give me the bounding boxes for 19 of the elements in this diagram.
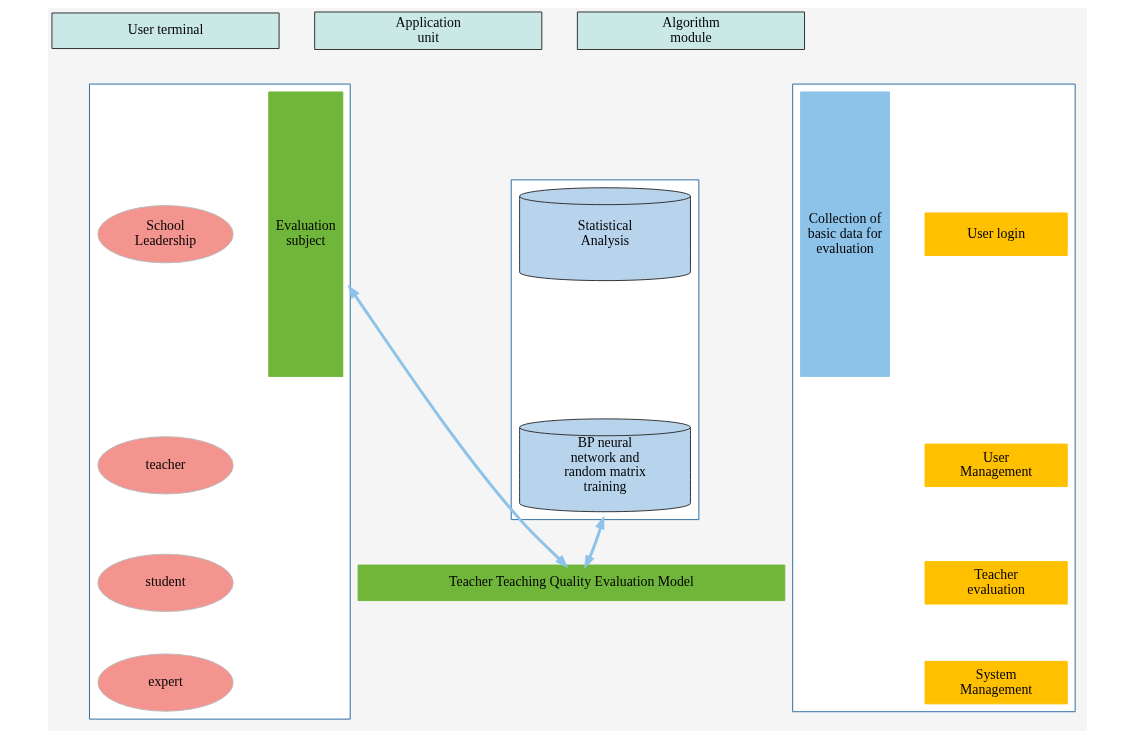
node-ellipse: teacher <box>97 436 234 495</box>
node-box: Algorithm module <box>576 11 806 50</box>
node-box: User Management <box>924 443 1068 488</box>
cluster <box>510 179 700 521</box>
cluster <box>89 83 351 720</box>
node-box: Application unit <box>314 11 543 50</box>
arrow <box>347 284 569 569</box>
node-ellipse: expert <box>97 653 234 712</box>
node-ellipse: student <box>97 553 234 612</box>
arrow <box>584 515 605 570</box>
node-box: System Management <box>924 660 1068 705</box>
cluster <box>792 83 1076 713</box>
node-ellipse: School Leadership <box>97 205 234 264</box>
node-box: Teacher evaluation <box>924 561 1068 605</box>
node-box: Collection of basic data for evaluation <box>800 91 890 377</box>
node-box: User terminal <box>51 12 280 49</box>
node-box: Teacher Teaching Quality Evaluation Model <box>357 564 786 602</box>
node-box: Evaluation subject <box>268 91 344 377</box>
node-box: User login <box>924 212 1068 256</box>
